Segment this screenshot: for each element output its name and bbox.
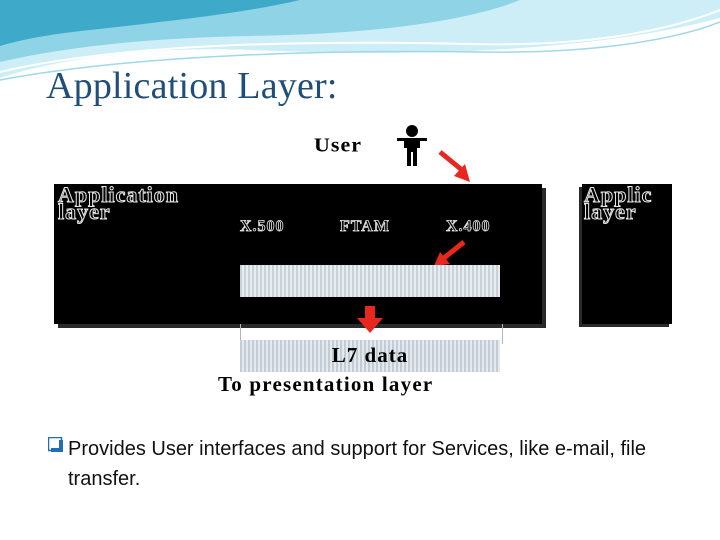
peer-application-layer-label: Applic layer	[584, 184, 653, 224]
checkbox-square-icon	[48, 437, 63, 452]
down-arrow-icon	[357, 306, 383, 333]
peer-application-layer-panel: Applic layer	[582, 184, 672, 324]
person-icon	[397, 125, 427, 166]
l7-data-box: L7 data	[240, 340, 500, 372]
x400-to-bar-arrow-icon	[434, 240, 466, 266]
l7-data-label: L7 data	[331, 343, 409, 367]
header-swoosh-decoration	[0, 0, 720, 81]
service-x500: X.500	[240, 218, 285, 236]
service-x400: X.400	[446, 218, 491, 236]
bar-connector-lines	[240, 324, 503, 344]
slide-title: Application Layer:	[46, 65, 338, 107]
to-presentation-layer-label: To presentation layer	[218, 372, 434, 396]
bullet-text: Provides User interfaces and support for…	[68, 438, 647, 490]
application-data-bar	[240, 265, 500, 297]
bullet-item: Provides User interfaces and support for…	[48, 434, 698, 494]
service-ftam: FTAM	[340, 218, 390, 236]
user-to-application-arrow-icon	[438, 150, 470, 182]
application-layer-label: Application layer	[58, 182, 180, 224]
user-label: User	[314, 133, 362, 156]
application-layer-panel: Application layer	[54, 182, 542, 324]
